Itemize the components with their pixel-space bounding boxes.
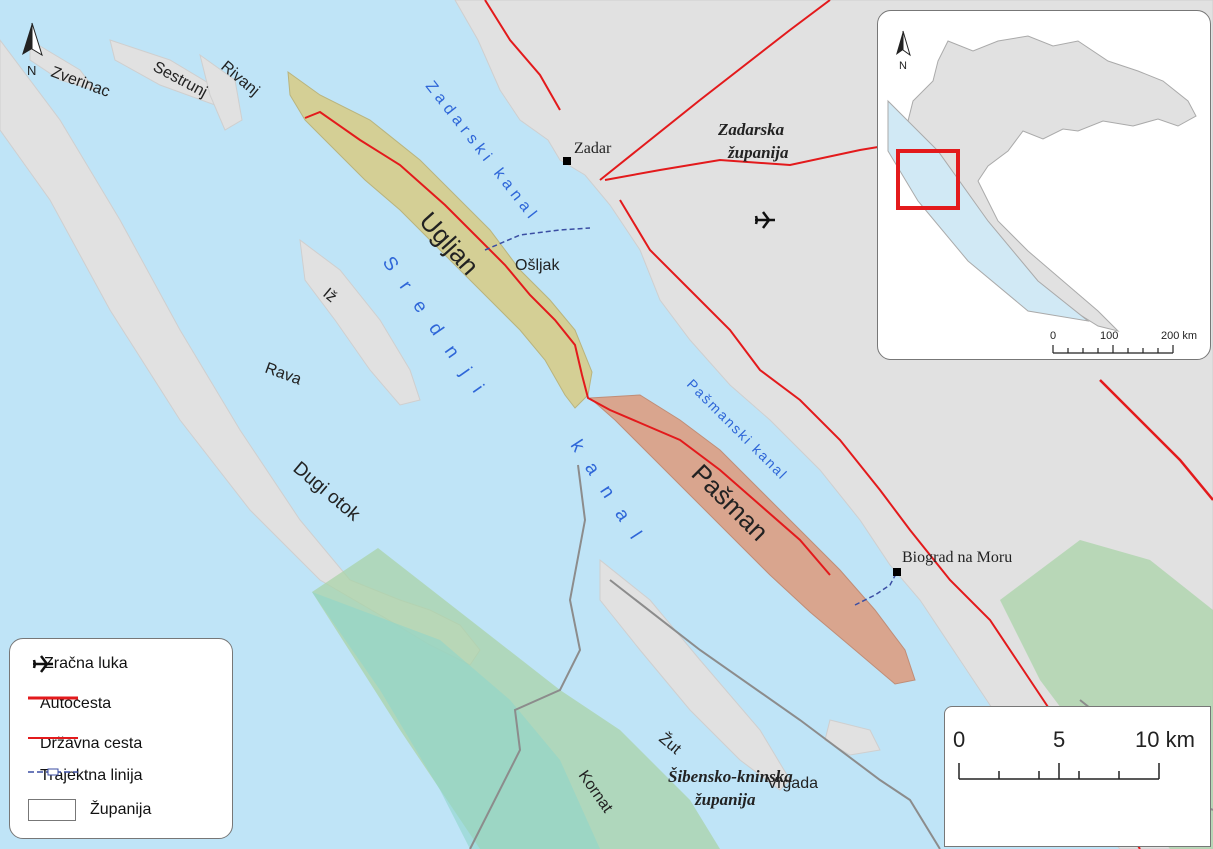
- scale-bar-canvas: 0 5 10 km: [953, 727, 1195, 780]
- ferry-line-zadar: [484, 227, 591, 251]
- legend-item-state-road: Državna cesta: [28, 735, 142, 753]
- airport-icon: [32, 655, 53, 673]
- island-zverinac: [29, 39, 97, 91]
- inset-north-arrow-icon: N: [896, 30, 911, 72]
- label-vrgada: Vrgada: [767, 775, 818, 792]
- island-rivanj: [199, 53, 243, 131]
- north-label: N: [27, 63, 36, 78]
- inset-north-label: N: [899, 60, 907, 72]
- inset-canvas: N 0 100 200 km: [887, 30, 1197, 354]
- island-vrgada: [824, 719, 881, 756]
- motorway-line: [28, 696, 78, 700]
- legend: Zračna luka Autocesta Državna cesta Traj…: [9, 638, 233, 839]
- legend-label-county: Županija: [90, 801, 152, 818]
- inset-region: [887, 99, 1090, 322]
- county-box: [28, 799, 76, 821]
- scale-tick-0: 0: [953, 727, 965, 752]
- inset-map: N 0 100 200 km: [877, 10, 1211, 360]
- scale-tick-2: 10 km: [1135, 727, 1195, 752]
- road-zadar-ne: [599, 0, 831, 181]
- legend-label-airport: Zračna luka: [44, 655, 128, 672]
- road-zadar-north: [484, 0, 561, 111]
- label-osljak: Ošljak: [515, 257, 560, 274]
- inset-scale-tick-0: 0: [1050, 330, 1056, 342]
- inset-scale-bar: 0 100 200 km: [1050, 330, 1197, 354]
- north-arrow-icon: N: [22, 22, 43, 78]
- ferry-line-biograd: [854, 571, 898, 606]
- ferry-line: [28, 768, 78, 776]
- town-label-zadar: Zadar: [574, 140, 612, 157]
- county-label-zadarska-1: Zadarska: [717, 120, 785, 139]
- road-motorway: [1099, 379, 1213, 501]
- park-area-green: [312, 548, 720, 849]
- county-label-zadarska-2: županija: [727, 143, 789, 162]
- legend-item-ferry: Trajektna linija: [28, 767, 143, 785]
- county-border-2: [609, 579, 941, 849]
- town-marker-zadar: [563, 157, 571, 165]
- inset-scale-tick-1: 100: [1100, 330, 1118, 342]
- legend-item-airport: Zračna luka: [28, 655, 128, 673]
- county-label-sibensko-1: Šibensko-kninska: [668, 767, 793, 786]
- county-border: [469, 464, 587, 849]
- island-kornat-zut: [599, 558, 791, 791]
- town-label-biograd: Biograd na Moru: [902, 549, 1012, 566]
- town-marker-biograd: [893, 568, 901, 576]
- county-label-sibensko-2: županija: [694, 790, 756, 809]
- scale-tick-1: 5: [1053, 727, 1065, 752]
- scale-bar: 0 5 10 km: [944, 706, 1211, 847]
- state-road-line: [28, 737, 78, 739]
- inset-scale-tick-2: 200 km: [1161, 330, 1197, 342]
- legend-label-state-road: Državna cesta: [40, 735, 143, 752]
- island-ugljan: [287, 70, 593, 409]
- park-area-teal: [312, 592, 600, 849]
- legend-item-county: Županija: [28, 799, 151, 821]
- island-iz-rava: [299, 238, 421, 406]
- inset-frame-red: [896, 149, 960, 210]
- airport-icon: [754, 211, 775, 229]
- road-ugljan: [304, 110, 831, 576]
- island-pasman: [588, 394, 916, 685]
- road-zadar-east: [604, 139, 921, 181]
- legend-item-motorway: Autocesta: [28, 695, 111, 713]
